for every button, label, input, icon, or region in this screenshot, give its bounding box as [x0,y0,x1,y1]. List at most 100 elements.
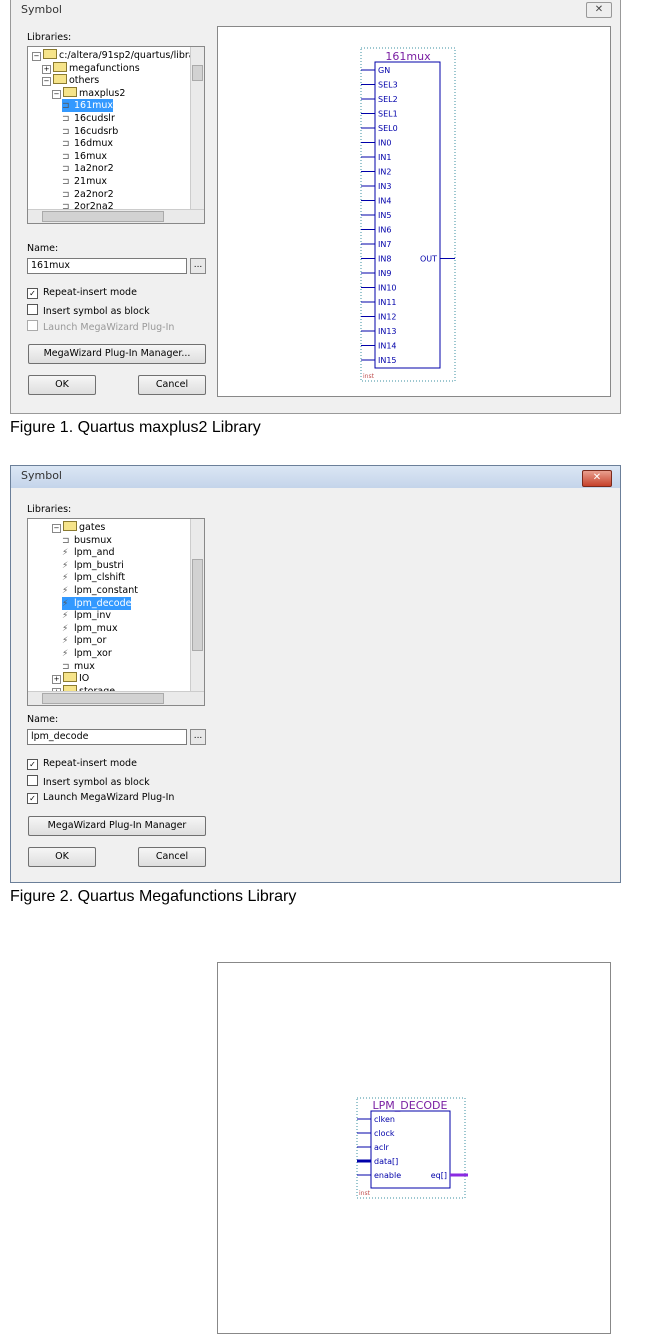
tree-item[interactable]: ⊐busmux [62,534,112,547]
tree-item-label: lpm_decode [74,597,132,609]
libraries-tree[interactable]: −c:/altera/91sp2/quartus/libra+megafunct… [27,46,205,224]
expand-icon[interactable]: + [42,64,51,74]
wizard-icon: ⚡ [62,598,69,609]
ok-button[interactable]: OK [28,375,96,395]
tree-item[interactable]: ⚡ lpm_inv [62,609,111,622]
name-label: Name: [27,243,59,254]
libraries-tree[interactable]: −gates⊐busmux⚡lpm_and⚡lpm_bustri⚡lpm_cls… [27,518,205,706]
tree-item[interactable]: ⊐16cudsrb [62,125,118,138]
symbol-icon: ⊐ [62,126,70,137]
tree-horizontal-scrollbar[interactable] [28,209,204,223]
tree-item[interactable]: ⚡lpm_or [62,634,106,647]
symbol-name: 161mux [385,50,431,63]
collapse-icon[interactable]: − [42,77,51,87]
tree-item[interactable]: ⚡lpm_mux [62,622,118,635]
wizard-icon: ⚡ [62,636,69,647]
tree-item[interactable]: ⊐16dmux [62,137,113,150]
browse-button[interactable]: ... [190,258,206,274]
repeat-insert-checkbox[interactable]: ✓Repeat-insert mode [27,287,137,299]
tree-item[interactable]: −others [42,74,99,87]
dialog-titlebar: Symbol ✕ [11,466,620,488]
symbol-icon: ⊐ [62,151,70,162]
folder-icon [63,521,77,531]
figure-2-caption: Figure 2. Quartus Megafunctions Library [10,888,297,905]
tree-item[interactable]: ⚡lpm_clshift [62,571,125,584]
tree-item[interactable]: ⚡ lpm_decode [62,596,132,610]
symbol-graphic: 161muxGNSEL3SEL2SEL1SEL0IN0IN1IN2IN3IN4I… [360,47,456,382]
tree-item[interactable]: ⊐2or2na2 [62,200,114,213]
launch-megawizard-checkbox[interactable]: Launch MegaWizard Plug-In [27,320,174,333]
tree-item[interactable]: ⊐161mux [62,99,114,113]
symbol-icon: ⊐ [62,164,70,175]
input-pin-label: data[] [374,1157,398,1166]
dialog-titlebar: Symbol ✕ [11,0,620,20]
cancel-button[interactable]: Cancel [138,847,206,867]
browse-button[interactable]: ... [190,729,206,745]
expand-icon[interactable]: + [52,675,61,685]
tree-item[interactable]: −c:/altera/91sp2/quartus/libra [32,49,195,62]
tree-item-label: lpm_and [74,547,115,559]
close-button[interactable]: ✕ [586,2,612,18]
tree-item[interactable]: ⚡ lpm_bustri [62,559,124,572]
collapse-icon[interactable]: − [32,52,41,61]
instance-label: inst [363,373,375,380]
tree-item[interactable]: ⊐mux [62,660,95,673]
tree-item-label: 2a2nor2 [74,188,114,200]
tree-item[interactable]: ⊐16cudslr [62,112,115,125]
wizard-icon: ⚡ [62,560,69,571]
dialog-title: Symbol [21,469,62,482]
symbol-icon: ⊐ [62,202,70,213]
scrollbar-thumb[interactable] [192,559,203,651]
tree-item[interactable]: ⊐1a2nor2 [62,162,114,175]
launch-megawizard-checkbox[interactable]: ✓Launch MegaWizard Plug-In [27,792,174,804]
tree-item[interactable]: +megafunctions [42,61,140,75]
folder-icon [53,61,67,72]
tree-item[interactable]: ⊐2a2nor2 [62,188,114,201]
repeat-insert-checkbox[interactable]: ✓Repeat-insert mode [27,758,137,770]
wizard-icon: ⚡ [62,548,69,559]
tree-item[interactable]: ⊐16mux [62,150,107,163]
tree-item-label: IO [79,673,90,685]
wizard-icon: ⚡ [62,611,69,622]
insert-as-block-checkbox[interactable]: Insert symbol as block [27,775,150,788]
checkbox-label: Repeat-insert mode [43,758,137,769]
megawizard-button[interactable]: MegaWizard Plug-In Manager... [28,344,206,364]
tree-item[interactable]: −maxplus2 [52,86,125,100]
tree-item-label: lpm_inv [74,610,111,622]
tree-item-label: lpm_bustri [74,559,124,571]
collapse-icon[interactable]: − [52,524,61,533]
checkbox-label: Repeat-insert mode [43,287,137,298]
input-pin-label: SEL3 [378,81,398,90]
tree-item[interactable]: −gates [52,521,105,534]
tree-item-label: lpm_xor [74,648,112,659]
tree-item[interactable]: ⚡lpm_constant [62,584,138,597]
wizard-icon: ⚡ [62,649,69,659]
megawizard-button[interactable]: MegaWizard Plug-In Manager [28,816,206,836]
tree-item[interactable]: ⊐21mux [62,175,107,188]
tree-item-label: 16dmux [74,138,114,150]
tree-item-label: 21mux [74,176,107,187]
tree-horizontal-scrollbar[interactable] [28,691,204,705]
insert-as-block-checkbox[interactable]: Insert symbol as block [27,304,150,317]
scrollbar-thumb[interactable] [192,65,203,81]
scrollbar-thumb[interactable] [42,211,164,222]
name-input[interactable]: lpm_decode [27,729,187,745]
ok-button[interactable]: OK [28,847,96,867]
figure-1-caption: Figure 1. Quartus maxplus2 Library [10,419,261,436]
input-pin-label: IN2 [378,168,391,177]
scrollbar-thumb[interactable] [42,693,164,704]
name-input[interactable]: 161mux [27,258,187,274]
input-pin-label: clken [374,1115,395,1124]
input-pin-label: IN13 [378,327,397,336]
input-pin-label: SEL2 [378,95,398,104]
cancel-button[interactable]: Cancel [138,375,206,395]
collapse-icon[interactable]: − [52,89,61,99]
tree-vertical-scrollbar[interactable] [190,519,204,692]
close-button[interactable]: ✕ [582,470,612,487]
tree-item[interactable]: ⚡ lpm_xor [62,647,112,660]
input-pin-label: SEL0 [378,124,398,133]
tree-vertical-scrollbar[interactable] [190,47,204,210]
tree-item[interactable]: + IO [52,672,89,685]
tree-item[interactable]: ⚡ lpm_and [62,546,115,559]
